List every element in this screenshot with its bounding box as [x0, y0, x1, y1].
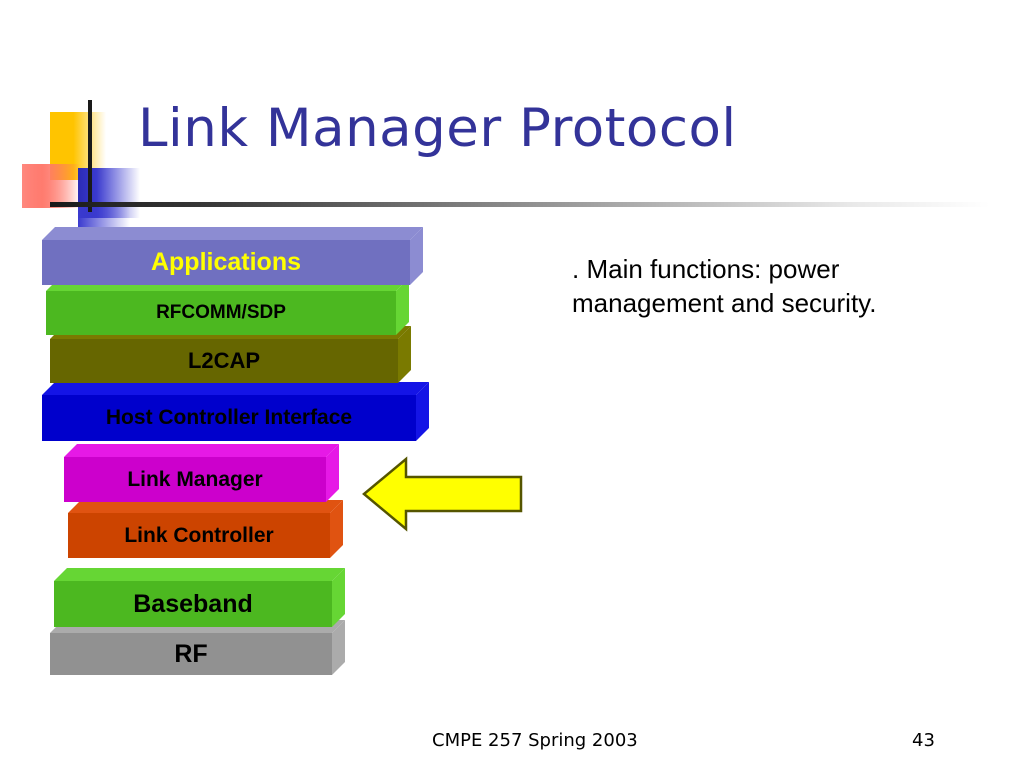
- stack-layer-label: Host Controller Interface: [105, 406, 353, 429]
- stack-layer-label: Link Manager: [127, 467, 263, 491]
- stack-layer-label: Link Controller: [124, 523, 274, 547]
- decoration-red-square: [22, 164, 80, 208]
- footer-course-label: CMPE 257 Spring 2003: [432, 730, 638, 751]
- stack-layer-front-face: RFCOMM/SDP: [46, 291, 396, 335]
- stack-layer-front-face: RF: [50, 633, 332, 675]
- stack-layer-top-face: [42, 227, 423, 240]
- stack-layer: RFCOMM/SDP: [46, 278, 409, 335]
- page-title: Link Manager Protocol: [138, 98, 737, 159]
- left-pointing-callout-arrow: [362, 456, 523, 532]
- stack-layer: RF: [50, 620, 345, 675]
- stack-layer-front-face: L2CAP: [50, 339, 398, 383]
- decoration-horizontal-rule: [50, 202, 990, 207]
- footer-page-number: 43: [912, 730, 935, 751]
- stack-layer-label: Baseband: [133, 589, 253, 618]
- stack-layer-label: RFCOMM/SDP: [156, 302, 286, 323]
- stack-layer-top-face: [64, 444, 339, 457]
- stack-layer: Link Manager: [64, 444, 339, 502]
- stack-layer: Link Controller: [68, 500, 343, 558]
- stack-layer-label: Applications: [150, 248, 301, 276]
- decoration-vertical-line: [88, 100, 92, 212]
- stack-layer: L2CAP: [50, 326, 411, 383]
- stack-layer-front-face: Applications: [42, 240, 410, 285]
- stack-layer: Baseband: [54, 568, 345, 627]
- stack-layer-front-face: Baseband: [54, 581, 332, 627]
- slide-title-area: Link Manager Protocol: [0, 0, 1024, 228]
- body-bullet-text: . Main functions: power management and s…: [572, 254, 877, 319]
- stack-layer-front-face: Link Manager: [64, 457, 326, 502]
- stack-layer-top-face: [54, 568, 345, 581]
- stack-layer-top-face: [42, 382, 429, 395]
- stack-layer: Applications: [42, 227, 423, 285]
- stack-layer-label: L2CAP: [187, 348, 261, 373]
- stack-layer-front-face: Host Controller Interface: [42, 395, 416, 441]
- stack-layer: Host Controller Interface: [42, 382, 429, 441]
- stack-layer-front-face: Link Controller: [68, 513, 330, 558]
- stack-layer-label: RF: [174, 639, 208, 668]
